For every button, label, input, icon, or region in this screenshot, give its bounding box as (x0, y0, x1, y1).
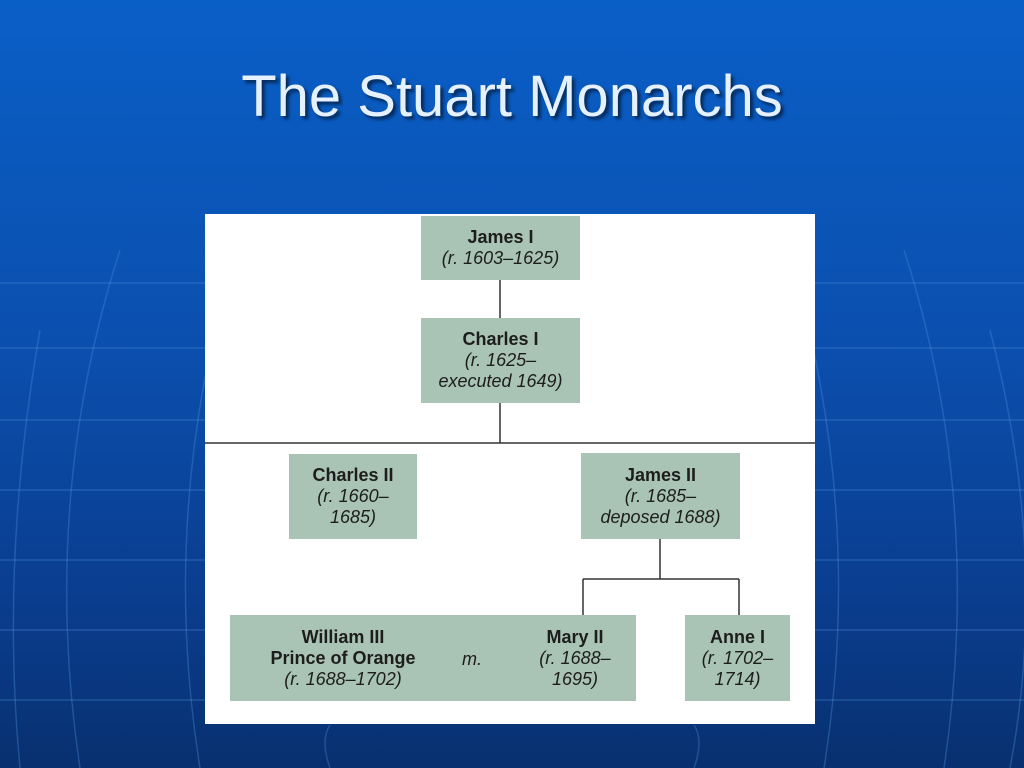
family-tree-chart: James I (r. 1603–1625) Charles I (r. 162… (205, 214, 815, 724)
box-william-iii-mary-ii: William III Prince of Orange (r. 1688–17… (230, 615, 636, 701)
william-iii-reign: (r. 1688–1702) (284, 668, 402, 689)
marriage-label: m. (462, 649, 482, 669)
mary-ii-reign-line2: 1695) (551, 668, 599, 689)
charles-i-reign-line1: (r. 1625– (464, 350, 537, 370)
mary-ii-reign-line1: (r. 1688– (539, 647, 611, 668)
anne-i-reign-line1: (r. 1702– (701, 647, 774, 668)
box-james-i: James I (r. 1603–1625) (421, 216, 580, 280)
charles-ii-name: Charles II (312, 465, 394, 485)
box-anne-i: Anne I (r. 1702– 1714) (685, 615, 790, 701)
william-iii-title: Prince of Orange (270, 647, 416, 668)
charles-ii-reign-line2: 1685) (329, 507, 377, 527)
charles-i-name: Charles I (462, 329, 539, 349)
william-iii-column: William III Prince of Orange (r. 1688–17… (238, 615, 448, 701)
james-ii-reign-line1: (r. 1685– (624, 485, 697, 506)
james-ii-name: James II (624, 464, 697, 485)
box-charles-i: Charles I (r. 1625– executed 1649) (421, 318, 580, 403)
james-i-reign: (r. 1603–1625) (441, 248, 560, 268)
box-charles-ii: Charles II (r. 1660– 1685) (289, 454, 417, 539)
family-tree-connectors (205, 280, 815, 615)
anne-i-reign-line2: 1714) (714, 668, 761, 689)
james-ii-reign-line2: deposed 1688) (600, 506, 721, 527)
charles-i-reign-line2: executed 1649) (438, 371, 563, 391)
charles-ii-reign-line1: (r. 1660– (317, 486, 389, 506)
james-i-name: James I (467, 227, 534, 247)
mary-ii-column: Mary II (r. 1688– 1695) (520, 615, 630, 701)
anne-i-name: Anne I (709, 626, 765, 647)
mary-ii-name: Mary II (546, 626, 604, 647)
slide-title: The Stuart Monarchs (241, 64, 783, 129)
william-iii-name: William III (301, 626, 385, 647)
box-james-ii: James II (r. 1685– deposed 1688) (581, 453, 740, 539)
